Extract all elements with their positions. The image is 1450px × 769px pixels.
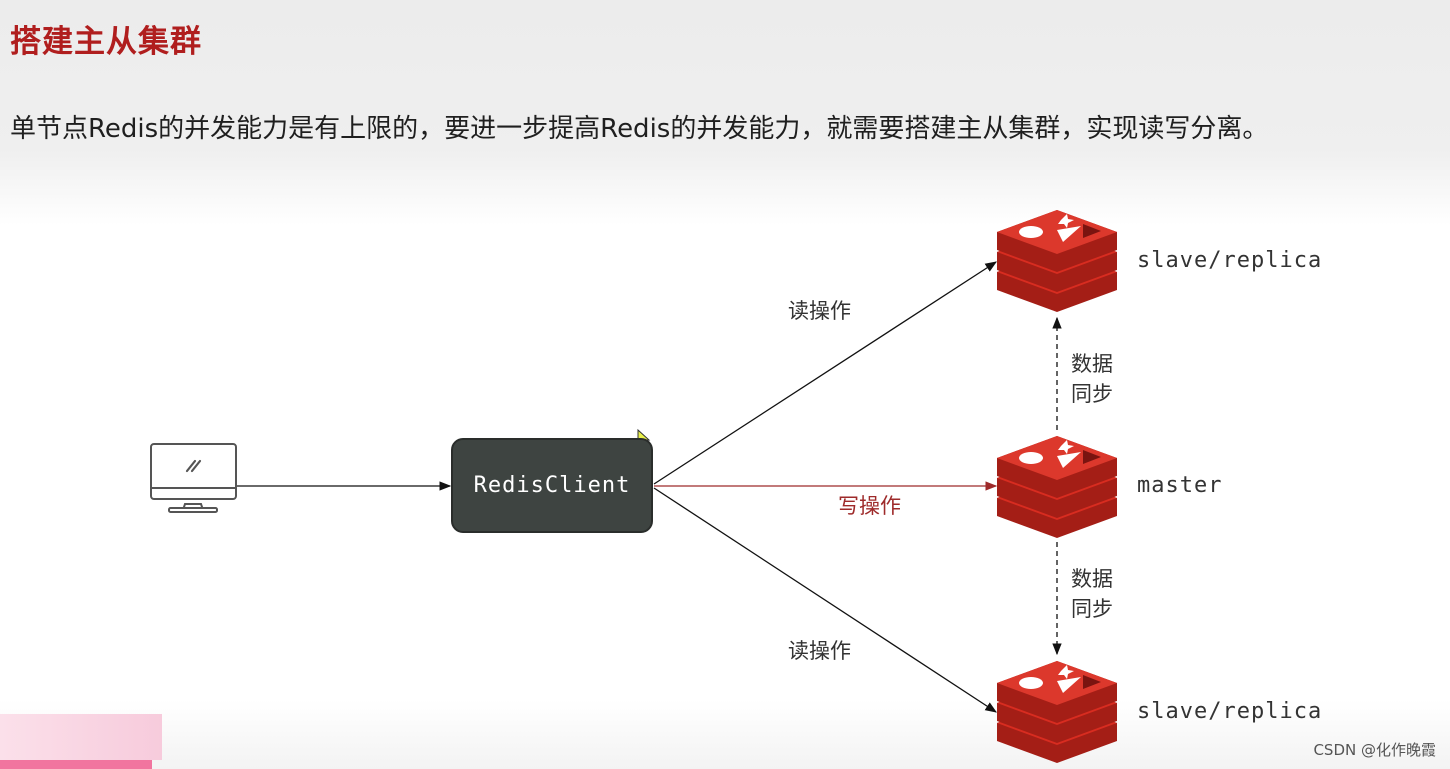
redis-logo-icon xyxy=(997,210,1117,312)
desktop-computer-icon xyxy=(150,443,237,513)
data-sync-line2: 同步 xyxy=(1071,597,1113,621)
watermark: CSDN @化作晚霞 xyxy=(1313,741,1436,759)
master-node-label: master xyxy=(1137,473,1223,498)
redis-logo-icon xyxy=(997,436,1117,538)
data-sync-line1: 数据 xyxy=(1071,567,1113,591)
redis-client-node: RedisClient xyxy=(451,438,653,533)
read-edge-top xyxy=(653,261,997,485)
write-operation-label: 写操作 xyxy=(838,494,901,518)
data-sync-label-top: 数据 同步 xyxy=(1071,349,1113,409)
replica-node-label-bottom: slave/replica xyxy=(1137,699,1323,724)
data-sync-line1: 数据 xyxy=(1071,352,1113,376)
data-sync-label-bottom: 数据 同步 xyxy=(1071,564,1113,624)
page-title: 搭建主从集群 xyxy=(10,24,202,60)
read-operation-label-bottom: 读操作 xyxy=(788,639,851,663)
replica-node-label-top: slave/replica xyxy=(1137,248,1323,273)
read-operation-label-top: 读操作 xyxy=(788,299,851,323)
page-subtitle: 单节点Redis的并发能力是有上限的，要进一步提高Redis的并发能力，就需要搭… xyxy=(10,114,1269,144)
video-overlay-bar xyxy=(0,714,162,760)
data-sync-line2: 同步 xyxy=(1071,382,1113,406)
redis-client-label: RedisClient xyxy=(473,473,631,498)
read-edge-bottom xyxy=(653,487,997,713)
progress-line xyxy=(0,760,152,769)
redis-logo-icon xyxy=(997,661,1117,763)
